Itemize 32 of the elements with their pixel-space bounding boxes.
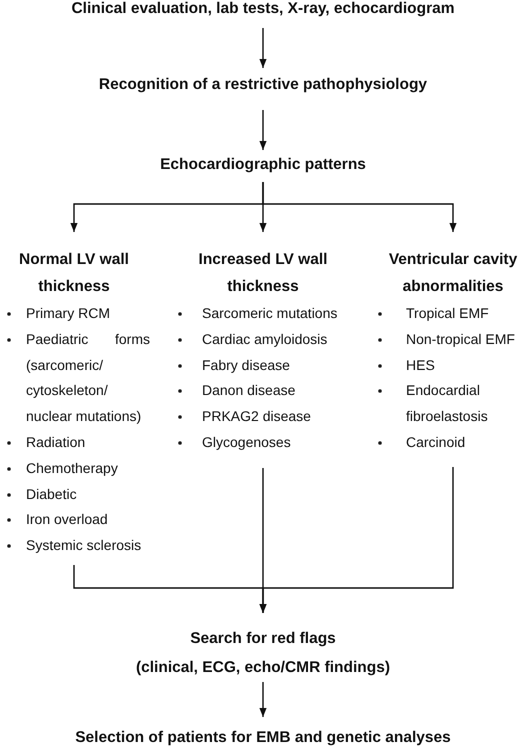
connector-arrow — [259, 28, 267, 68]
step-text: Selection of patients for EMB and genetic analyses — [75, 729, 451, 746]
column-heading: Normal LV wall thickness — [18, 250, 130, 297]
list-item: Carcinoid — [406, 432, 466, 452]
list-item: Iron overload — [26, 510, 109, 530]
list-item: Non-tropical EMF — [406, 330, 516, 349]
connector-arrow — [259, 682, 267, 717]
step-text: Recognition of a restrictive pathophysiology — [98, 76, 428, 94]
step-text: Clinical evaluation, lab tests, X-ray, echocardiogram — [71, 0, 455, 18]
step-text: Search for red flags — [190, 629, 336, 649]
list-item: Cardiac amyloidosis — [202, 330, 328, 349]
list-item: HES — [406, 356, 436, 375]
list-item: PRKAG2 disease — [202, 407, 312, 426]
list-item: Diabetic — [26, 484, 78, 504]
list-item: Systemic sclerosis — [26, 536, 142, 556]
connector-arrow — [259, 467, 454, 613]
step-text: Echocardiographic patterns — [160, 156, 366, 174]
list-item: Fabry disease — [202, 356, 291, 375]
list-item: Endocardial fibroelastosis — [406, 381, 489, 426]
list-item: Radiation — [26, 432, 86, 452]
list-item: Primary RCM — [26, 304, 111, 323]
list-item: Sarcomeric mutations — [202, 304, 338, 323]
list-item: Glycogenoses — [202, 432, 292, 452]
connector-arrow — [259, 110, 267, 150]
column-heading: Ventricular cavity abnormalities — [388, 250, 518, 297]
connector-arrow — [262, 182, 457, 232]
list-item: Chemotherapy — [26, 458, 119, 478]
step-subtext: (clinical, ECG, echo/CMR findings) — [136, 658, 390, 678]
list-item: Paediatric forms (sarcomeric/ cytoskeleton/ nuclear mutations) — [26, 330, 150, 426]
column-heading: Increased LV wall thickness — [198, 250, 328, 297]
list-item: Tropical EMF — [406, 304, 490, 323]
list-item: Danon disease — [202, 381, 296, 400]
